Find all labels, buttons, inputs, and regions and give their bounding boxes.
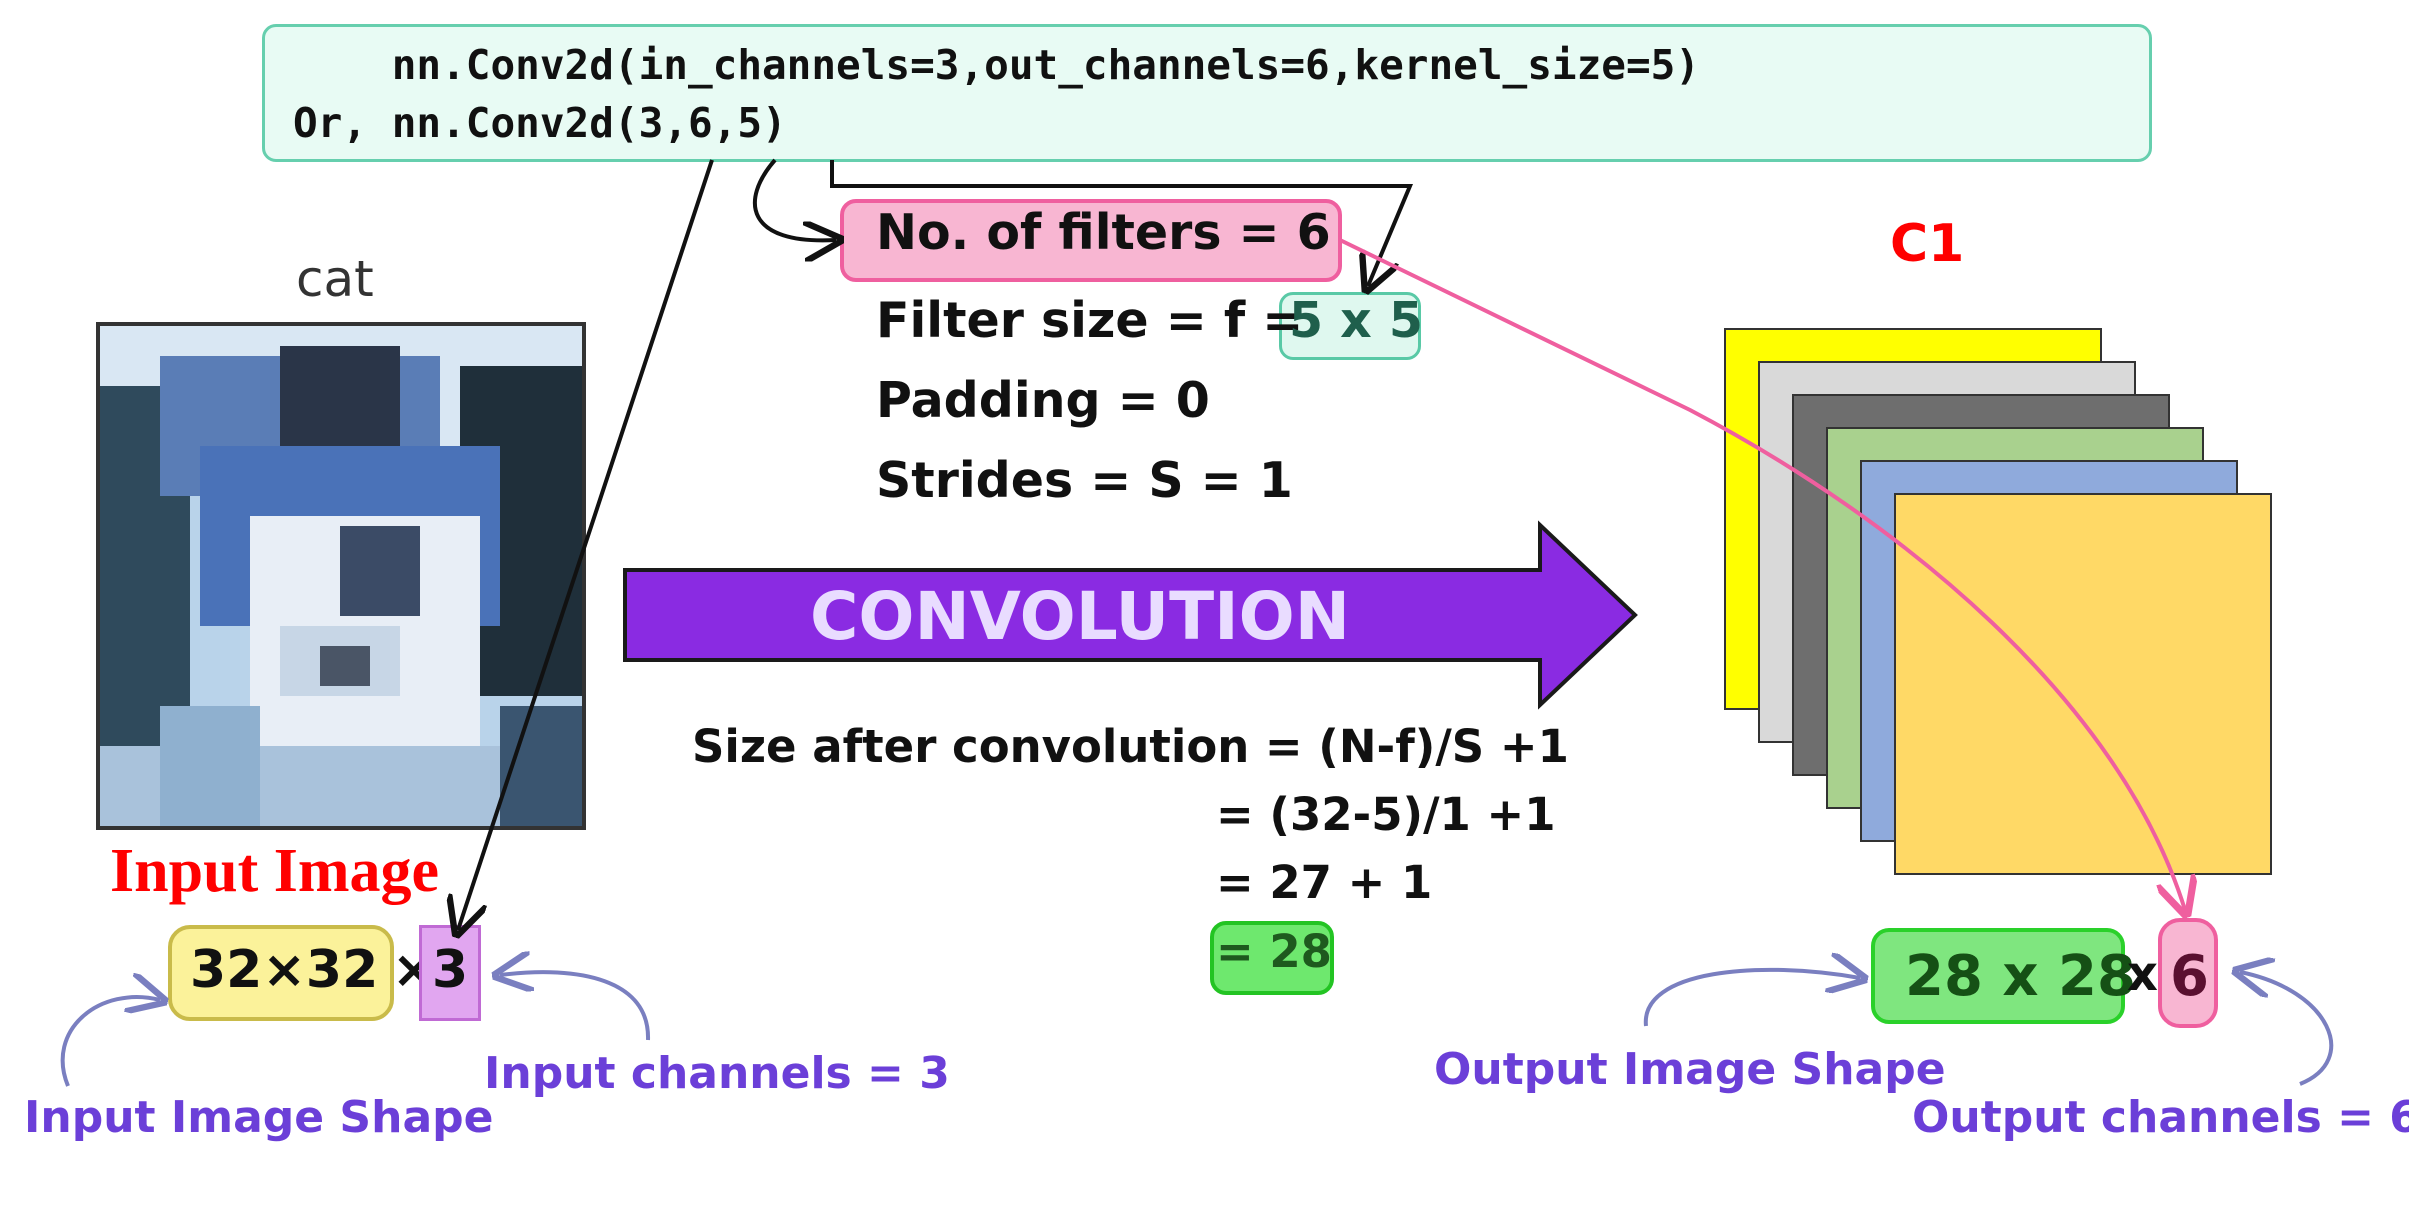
filter-size-highlight	[1279, 292, 1421, 360]
arrow-kernel-size	[830, 160, 1414, 286]
strides-text: Strides = S = 1	[876, 452, 1293, 509]
formula-line-3: = 27 + 1	[1216, 856, 1433, 909]
arrow-out-channels	[752, 158, 836, 240]
arrow-filters-to-output	[1339, 238, 2185, 910]
input-shape-highlight	[168, 925, 394, 1021]
cat-image	[96, 322, 586, 830]
filters-text: No. of filters = 6	[876, 204, 1331, 261]
layer-name: C1	[1890, 214, 1965, 274]
code-box: nn.Conv2d(in_channels=3,out_channels=6,k…	[262, 24, 2152, 162]
arrow-in-channels	[458, 159, 714, 930]
image-caption: cat	[296, 250, 374, 308]
convolution-label: CONVOLUTION	[809, 578, 1351, 655]
filter-size-text: Filter size = f =	[876, 292, 1304, 349]
output-image-shape-label: Output Image Shape	[1434, 1044, 1946, 1095]
input-image-title: Input Image	[110, 837, 440, 905]
filter-size-value: 5 x 5	[1289, 292, 1423, 349]
arrow-input-channels-label	[500, 972, 651, 1041]
input-channels-value: 3	[432, 940, 469, 1000]
formula-result: = 28	[1216, 925, 1332, 978]
convolution-arrow	[623, 520, 1638, 710]
output-channels-value: 6	[2170, 944, 2209, 1009]
formula-line-1: Size after convolution = (N-f)/S +1	[692, 720, 1569, 773]
input-channels-label: Input channels = 3	[484, 1048, 950, 1099]
padding-text: Padding = 0	[876, 372, 1210, 429]
input-shape-text: 32×32	[190, 940, 379, 1000]
arrow-output-channels-label	[2240, 972, 2334, 1086]
arrow-input-shape-label	[60, 997, 160, 1087]
code-line-2: Or, nn.Conv2d(3,6,5)	[293, 99, 787, 147]
output-shape-highlight	[1871, 928, 2125, 1024]
arrow-output-shape-label	[1643, 970, 1860, 1027]
formula-line-2: = (32-5)/1 +1	[1216, 788, 1556, 841]
result-highlight	[1210, 921, 1334, 995]
feature-map-6	[1894, 493, 2272, 875]
output-channels-label: Output channels = 6	[1912, 1092, 2409, 1143]
output-shape-text: 28 x 28	[1905, 944, 2136, 1009]
output-times-sign: x	[2127, 946, 2158, 1002]
code-line-1: nn.Conv2d(in_channels=3,out_channels=6,k…	[293, 41, 1700, 89]
input-image-shape-label: Input Image Shape	[24, 1092, 494, 1143]
